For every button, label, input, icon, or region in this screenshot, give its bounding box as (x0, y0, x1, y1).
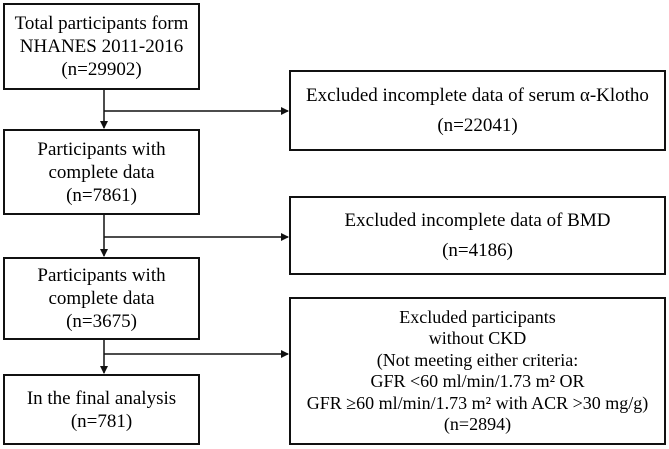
flow-box-complete-data-2: Participants with complete data (n=3675) (3, 257, 200, 340)
flow-box-line: GFR <60 ml/min/1.73 m² OR (370, 371, 585, 391)
flow-box-line: NHANES 2011-2016 (19, 36, 184, 57)
flow-box-line: Total participants form (14, 13, 189, 34)
flow-box-line: GFR ≥60 ml/min/1.73 m² with ACR >30 mg/g… (306, 392, 649, 413)
flow-box-total-participants: Total participants form NHANES 2011-2016… (3, 3, 200, 90)
flow-box-line: (n=3675) (66, 311, 137, 332)
flow-box-line: (n=4186) (442, 240, 513, 261)
flow-box-line: (n=7861) (66, 184, 137, 206)
flow-box-line: without CKD (428, 328, 527, 348)
flow-box-line: (n=22041) (437, 115, 518, 136)
flow-box-line: Participants with (37, 138, 166, 160)
flow-box-line: Participants with (37, 265, 166, 286)
flow-box-final-analysis: In the final analysis (n=781) (3, 374, 200, 445)
flow-box-line: Excluded incomplete data of BMD (344, 210, 611, 231)
exclusion-box-bmd: Excluded incomplete data of BMD (n=4186) (289, 196, 666, 275)
flow-box-line: (n=2894) (443, 414, 512, 434)
flow-box-line: complete data (48, 161, 155, 183)
flow-box-line: In the final analysis (26, 387, 177, 409)
exclusion-box-ckd: Excluded participants without CKD (Not m… (289, 297, 666, 445)
flow-box-line: Excluded incomplete data of serum α-Klot… (306, 85, 649, 106)
flow-box-line: complete data (48, 288, 155, 309)
flow-box-line: Excluded participants (399, 306, 556, 327)
flow-box-line: (Not meeting either criteria: (376, 349, 579, 370)
flow-box-complete-data-1: Participants with complete data (n=7861) (3, 129, 200, 215)
flow-box-line: (n=29902) (61, 59, 142, 80)
exclusion-box-klotho: Excluded incomplete data of serum α-Klot… (289, 70, 666, 151)
flow-box-line: (n=781) (70, 410, 133, 432)
